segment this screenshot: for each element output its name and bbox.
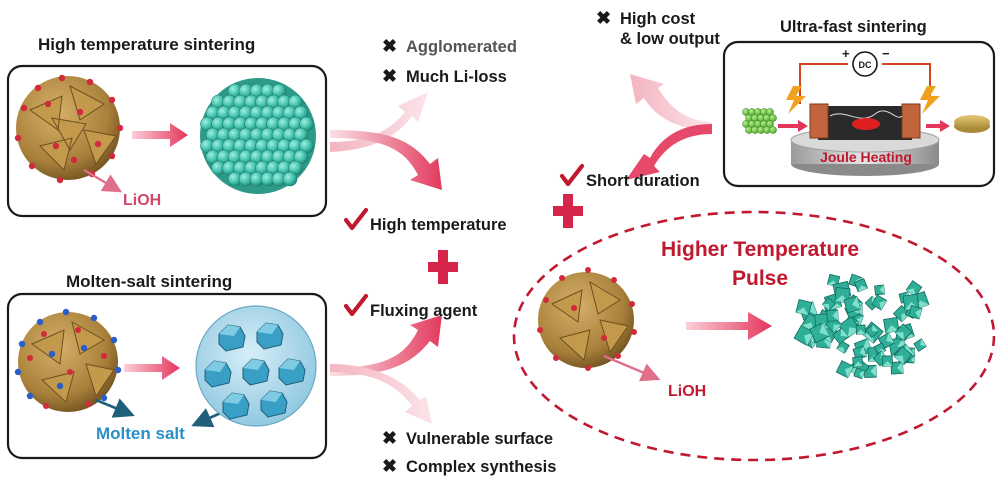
dc-source xyxy=(852,51,878,77)
pellet-grain xyxy=(766,108,774,116)
octahedron-crystal xyxy=(881,355,893,367)
flow-uf-down xyxy=(626,124,712,180)
pellet-grain xyxy=(769,126,777,134)
advantage-high-temperature: High temperature xyxy=(370,216,507,234)
octahedral-crystals xyxy=(793,273,930,380)
process-arrow xyxy=(686,312,772,340)
pellet-grain xyxy=(769,114,777,122)
octahedron-crystal xyxy=(893,346,913,365)
process-arrow xyxy=(124,356,180,380)
molten-salt-label: Molten salt xyxy=(96,424,185,443)
panel-title-molten-salt: Molten-salt sintering xyxy=(66,272,232,291)
electrode-left xyxy=(809,103,829,139)
drawback-complex: Complex synthesis xyxy=(406,458,556,476)
lightning-icon xyxy=(786,86,806,114)
precursor-with-salt xyxy=(14,308,122,412)
panel-ultrafast: Ultra-fast sintering DC + − Joule Heatin… xyxy=(722,18,996,188)
panel-molten-salt: Molten-salt sintering Molten salt xyxy=(6,272,328,460)
octahedron-crystal xyxy=(874,284,886,296)
grain-sphere xyxy=(282,171,298,187)
dc-label: DC xyxy=(859,60,872,70)
sample-hot xyxy=(852,118,880,130)
drawback-vulnerable: Vulnerable surface xyxy=(406,430,553,448)
cross-icon: ✖ xyxy=(596,8,611,28)
lioh-label: LiOH xyxy=(668,383,706,400)
panel-title-high-temperature: High temperature sintering xyxy=(38,35,255,54)
cross-icon: ✖ xyxy=(382,428,397,448)
crystal-facet xyxy=(243,359,264,370)
plus-icon xyxy=(553,194,583,228)
flow-arrows xyxy=(330,74,712,424)
octahedron-crystal xyxy=(808,322,830,344)
input-arrow xyxy=(778,120,808,132)
plus-icon xyxy=(428,250,458,284)
crystal-facet xyxy=(261,391,282,402)
lioh-label: LiOH xyxy=(123,192,161,209)
process-arrow xyxy=(132,123,188,147)
octahedron-crystal xyxy=(871,294,888,311)
agglomerated-spheres xyxy=(200,78,316,194)
pulse-region: Higher Temperature Pulse LiOH xyxy=(512,210,996,462)
crystal-facet xyxy=(205,361,226,372)
panel-high-temperature: High temperature sintering LiOH xyxy=(6,35,328,218)
crystal-facet xyxy=(219,325,240,336)
pulse-precursor xyxy=(537,267,637,371)
octahedron-crystal xyxy=(793,324,815,346)
octahedron-crystal xyxy=(853,278,869,293)
output-arrow xyxy=(926,120,950,132)
octahedron-crystal xyxy=(908,305,923,320)
octahedron-crystal xyxy=(853,367,866,380)
green-pellet xyxy=(742,108,777,134)
flow-ms-down xyxy=(330,364,432,424)
panel-title-ultrafast: Ultra-fast sintering xyxy=(780,18,927,36)
octahedron-crystal xyxy=(883,316,900,334)
dc-minus: − xyxy=(882,46,890,61)
pulse-title-2: Pulse xyxy=(732,267,788,290)
octahedron-crystal xyxy=(890,361,904,375)
cross-icon: ✖ xyxy=(382,456,397,476)
octahedron-crystal xyxy=(795,298,813,316)
octahedron-crystal xyxy=(855,324,866,335)
flow-uf-up xyxy=(630,74,712,130)
crystal-facet xyxy=(223,393,244,404)
cross-icon: ✖ xyxy=(382,36,397,56)
advantages: Short duration High temperature Fluxing … xyxy=(343,163,700,320)
drawback-cost-2: & low output xyxy=(620,30,720,48)
faceted-crystals xyxy=(204,322,306,420)
octahedron-crystal xyxy=(832,327,850,345)
crystal-facet xyxy=(279,359,300,370)
drawback-cost-1: High cost xyxy=(620,10,696,28)
joule-heating-label: Joule Heating xyxy=(820,149,912,165)
precursor-particle xyxy=(14,74,124,184)
dc-plus: + xyxy=(842,46,850,61)
drawbacks: ✖ Agglomerated ✖ Much Li-loss ✖ High cos… xyxy=(382,8,720,476)
octahedron-crystal xyxy=(843,296,861,314)
octahedron-crystal xyxy=(852,345,867,361)
octahedron-crystal xyxy=(826,309,839,322)
pellet-grain xyxy=(766,120,774,128)
octahedron-crystal xyxy=(894,323,913,342)
advantage-fluxing-agent: Fluxing agent xyxy=(370,302,478,320)
flow-ht-down xyxy=(330,130,442,190)
flow-ht-up xyxy=(330,92,428,152)
octahedron-crystal xyxy=(865,323,880,338)
drawback-li-loss: Much Li-loss xyxy=(406,68,507,86)
crystal-facet xyxy=(257,323,278,334)
octahedron-crystal xyxy=(852,356,864,368)
check-icon xyxy=(343,293,369,317)
lightning-icon xyxy=(920,86,940,114)
electrode-right xyxy=(901,103,921,139)
check-icon xyxy=(343,207,369,231)
drawback-agglomerated: Agglomerated xyxy=(406,38,517,56)
octahedron-crystal xyxy=(835,360,854,379)
pulse-title-1: Higher Temperature xyxy=(661,238,859,261)
cross-icon: ✖ xyxy=(382,66,397,86)
advantage-short-duration: Short duration xyxy=(586,172,700,190)
octahedron-crystal xyxy=(821,297,836,312)
octahedron-crystal xyxy=(913,338,927,352)
octahedron-crystal xyxy=(834,287,851,304)
pulse-boundary xyxy=(512,210,996,462)
check-icon xyxy=(559,163,585,187)
